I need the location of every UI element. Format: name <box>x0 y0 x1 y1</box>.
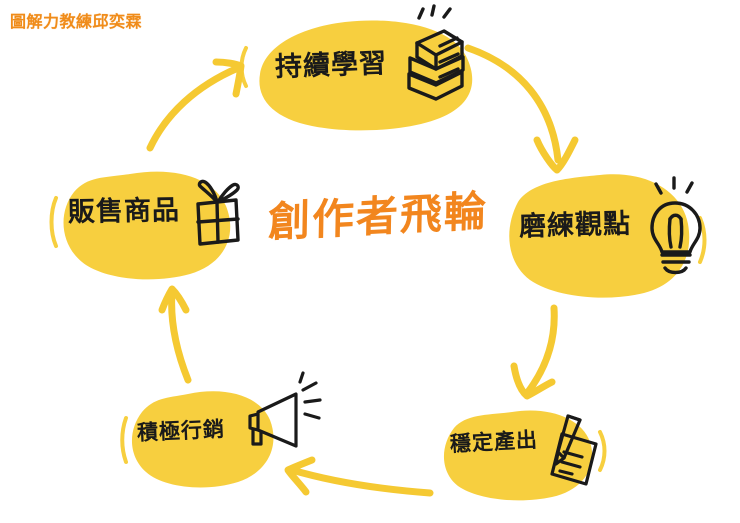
arrow-output-to-marketing <box>284 456 434 497</box>
arrow-selling-to-learning <box>146 58 245 152</box>
center-title: 創作者飛輪 <box>267 186 489 247</box>
blob-selling <box>63 171 231 280</box>
accent-stroke-right-insight <box>698 216 707 264</box>
pen-and-paper-icon <box>550 414 598 486</box>
blob-output <box>443 410 593 501</box>
blob-marketing <box>131 391 274 488</box>
author-watermark: 圖解力教練邱奕霖 <box>10 12 143 31</box>
blob-insight <box>509 174 690 298</box>
arrow-marketing-to-selling <box>158 285 192 384</box>
megaphone-icon <box>248 371 322 448</box>
node-label-learning: 持續學習 <box>274 48 388 83</box>
node-label-marketing: 積極行銷 <box>136 417 226 445</box>
accent-stroke-left-marketing <box>120 416 128 464</box>
arrow-insight-to-output <box>510 304 558 400</box>
node-label-insight: 磨練觀點 <box>518 208 632 243</box>
lightbulb-icon <box>650 176 702 275</box>
gift-box-icon <box>196 179 240 246</box>
accent-stroke-left-selling <box>49 196 58 248</box>
arrow-learning-to-insight <box>464 44 579 174</box>
blob-learning <box>259 20 473 131</box>
node-label-output: 穩定產出 <box>449 427 539 457</box>
accent-stroke-right-output <box>598 430 607 472</box>
stacked-books-icon <box>407 4 465 101</box>
node-label-selling: 販售商品 <box>67 195 181 228</box>
